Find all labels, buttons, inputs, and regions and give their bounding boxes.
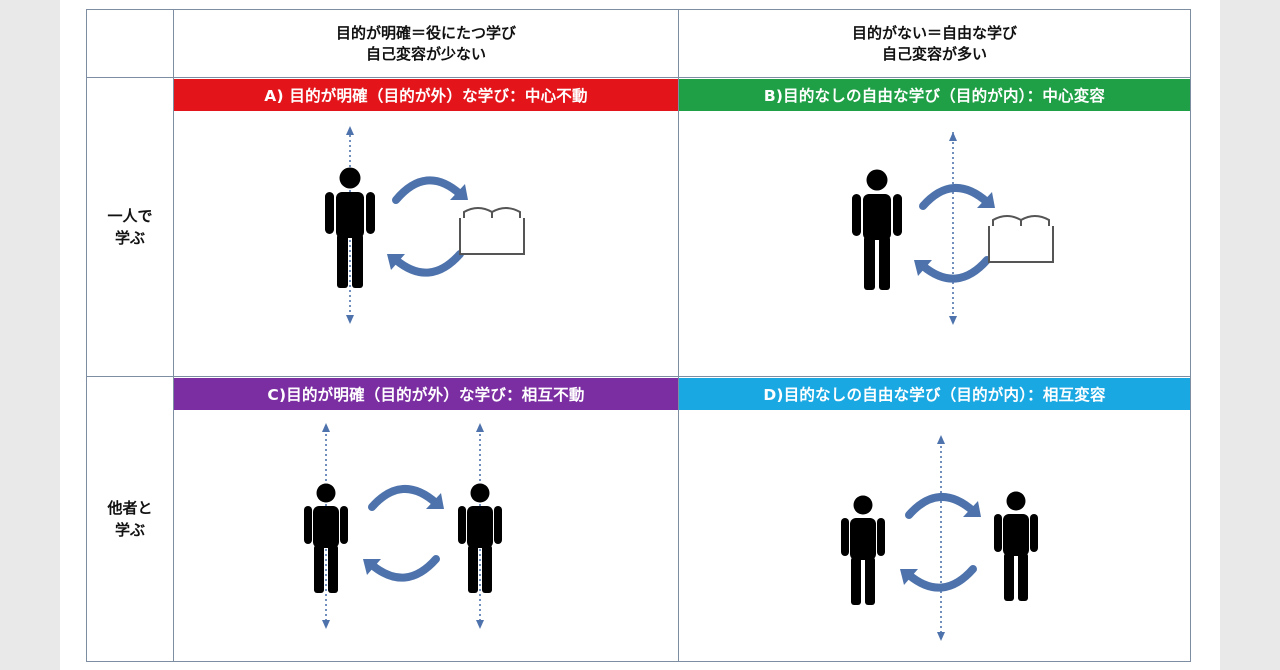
dotted-axis-icon xyxy=(322,423,330,629)
column-header-line: 目的が明確＝役にたつ学び xyxy=(335,23,516,42)
row-header-others: 他者と 学ぶ xyxy=(86,377,174,662)
quadrant-c-illustration xyxy=(304,423,502,629)
cycle-arrow-icon xyxy=(905,493,977,592)
row-header-line: 他者と xyxy=(107,499,153,517)
cycle-arrow-icon xyxy=(392,176,464,277)
cycle-arrow-head xyxy=(426,493,444,509)
person-icon xyxy=(841,495,885,605)
column-header-line: 自己変容が少ない xyxy=(365,44,486,63)
person-icon xyxy=(458,483,502,593)
person-icon xyxy=(852,169,902,290)
row-header-line: 学ぶ xyxy=(114,521,145,539)
corner-cell xyxy=(86,9,174,78)
dotted-axis-icon xyxy=(937,435,945,641)
quadrant-d: D)目的なしの自由な学び（目的が内）：相互変容 xyxy=(679,377,1191,662)
column-header-line: 自己変容が多い xyxy=(881,44,987,63)
column-header-purpose-clear: 目的が明確＝役にたつ学び 自己変容が少ない xyxy=(174,9,679,78)
book-icon xyxy=(459,207,525,255)
quadrant-d-banner: D)目的なしの自由な学び（目的が内）：相互変容 xyxy=(679,378,1190,410)
quadrant-b: B)目的なしの自由な学び（目的が内）：中心変容 xyxy=(679,78,1191,377)
cycle-arrow-head xyxy=(900,569,918,585)
column-header-line: 目的がない＝自由な学び xyxy=(851,23,1017,42)
cycle-arrow-icon xyxy=(919,184,991,283)
person-icon xyxy=(304,483,348,593)
cycle-arrow-head xyxy=(963,501,981,517)
person-icon xyxy=(325,167,375,288)
quadrant-b-illustration xyxy=(852,132,1054,325)
learning-matrix: 目的が明確＝役にたつ学び 自己変容が少ない 目的がない＝自由な学び 自己変容が多… xyxy=(86,9,1191,662)
quadrant-a-illustration xyxy=(325,126,525,324)
column-header-purpose-free: 目的がない＝自由な学び 自己変容が多い xyxy=(679,9,1191,78)
cycle-arrow-head xyxy=(450,184,468,200)
quadrant-a-banner: A) 目的が明確（目的が外）な学び：中心不動 xyxy=(174,79,678,111)
cycle-arrow-head xyxy=(914,260,932,276)
left-margin xyxy=(0,0,60,670)
row-header-solo: 一人で 学ぶ xyxy=(86,78,174,377)
book-icon xyxy=(988,215,1054,263)
row-header-line: 学ぶ xyxy=(114,229,145,247)
quadrant-c-banner: C)目的が明確（目的が外）な学び：相互不動 xyxy=(174,378,678,410)
cycle-arrow-head xyxy=(387,254,405,270)
quadrant-d-illustration xyxy=(841,435,1038,641)
quadrant-a: A) 目的が明確（目的が外）な学び：中心不動 xyxy=(174,78,679,377)
cycle-arrow-head xyxy=(363,559,381,575)
person-icon xyxy=(994,491,1038,601)
cycle-arrow-icon xyxy=(368,485,440,582)
cycle-arrow-head xyxy=(977,192,995,208)
quadrant-b-banner: B)目的なしの自由な学び（目的が内）：中心変容 xyxy=(679,79,1190,111)
row-header-line: 一人で xyxy=(107,207,153,225)
dotted-axis-icon xyxy=(949,132,957,325)
right-margin xyxy=(1220,0,1280,670)
quadrant-c: C)目的が明確（目的が外）な学び：相互不動 xyxy=(174,377,679,662)
dotted-axis-icon xyxy=(476,423,484,629)
